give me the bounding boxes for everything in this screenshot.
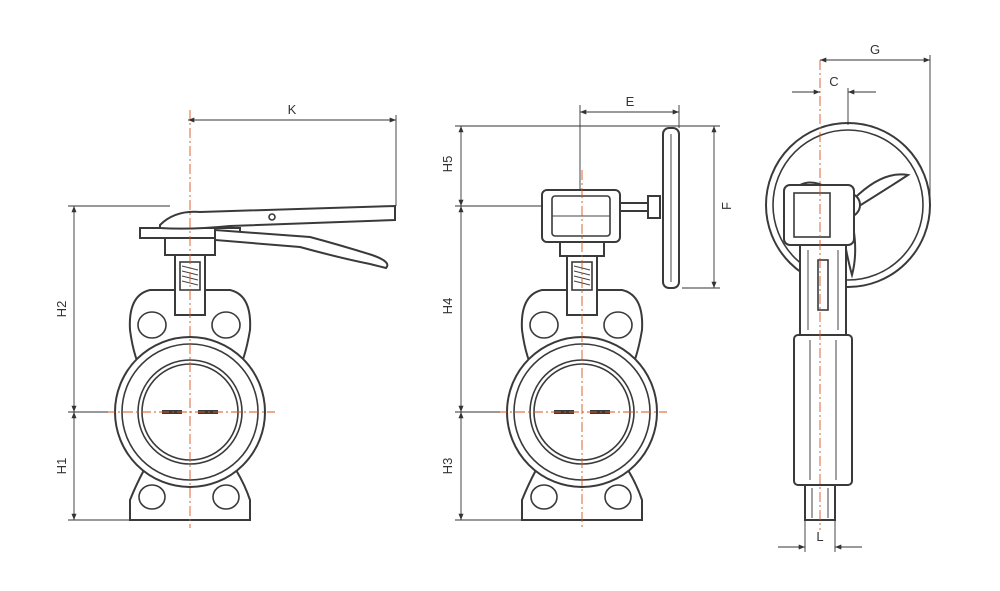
gear-valve-dimensions — [455, 105, 720, 521]
gear-valve-view — [497, 127, 680, 528]
lever-valve-view — [105, 110, 396, 528]
dim-label-h4: H4 — [440, 298, 455, 315]
dim-label-f: F — [719, 202, 734, 210]
dim-label-c: C — [829, 74, 838, 89]
dim-label-e: E — [626, 94, 635, 109]
dim-label-h1: H1 — [54, 458, 69, 475]
dim-label-h3: H3 — [440, 458, 455, 475]
dim-label-g: G — [870, 42, 880, 57]
lever-valve-dimensions — [68, 115, 397, 521]
dim-label-l: L — [816, 529, 823, 544]
dim-label-k: K — [288, 102, 297, 117]
dim-label-h5: H5 — [440, 156, 455, 173]
side-view — [765, 60, 931, 530]
dim-label-h2: H2 — [54, 301, 69, 318]
side-view-dimensions — [778, 55, 931, 552]
